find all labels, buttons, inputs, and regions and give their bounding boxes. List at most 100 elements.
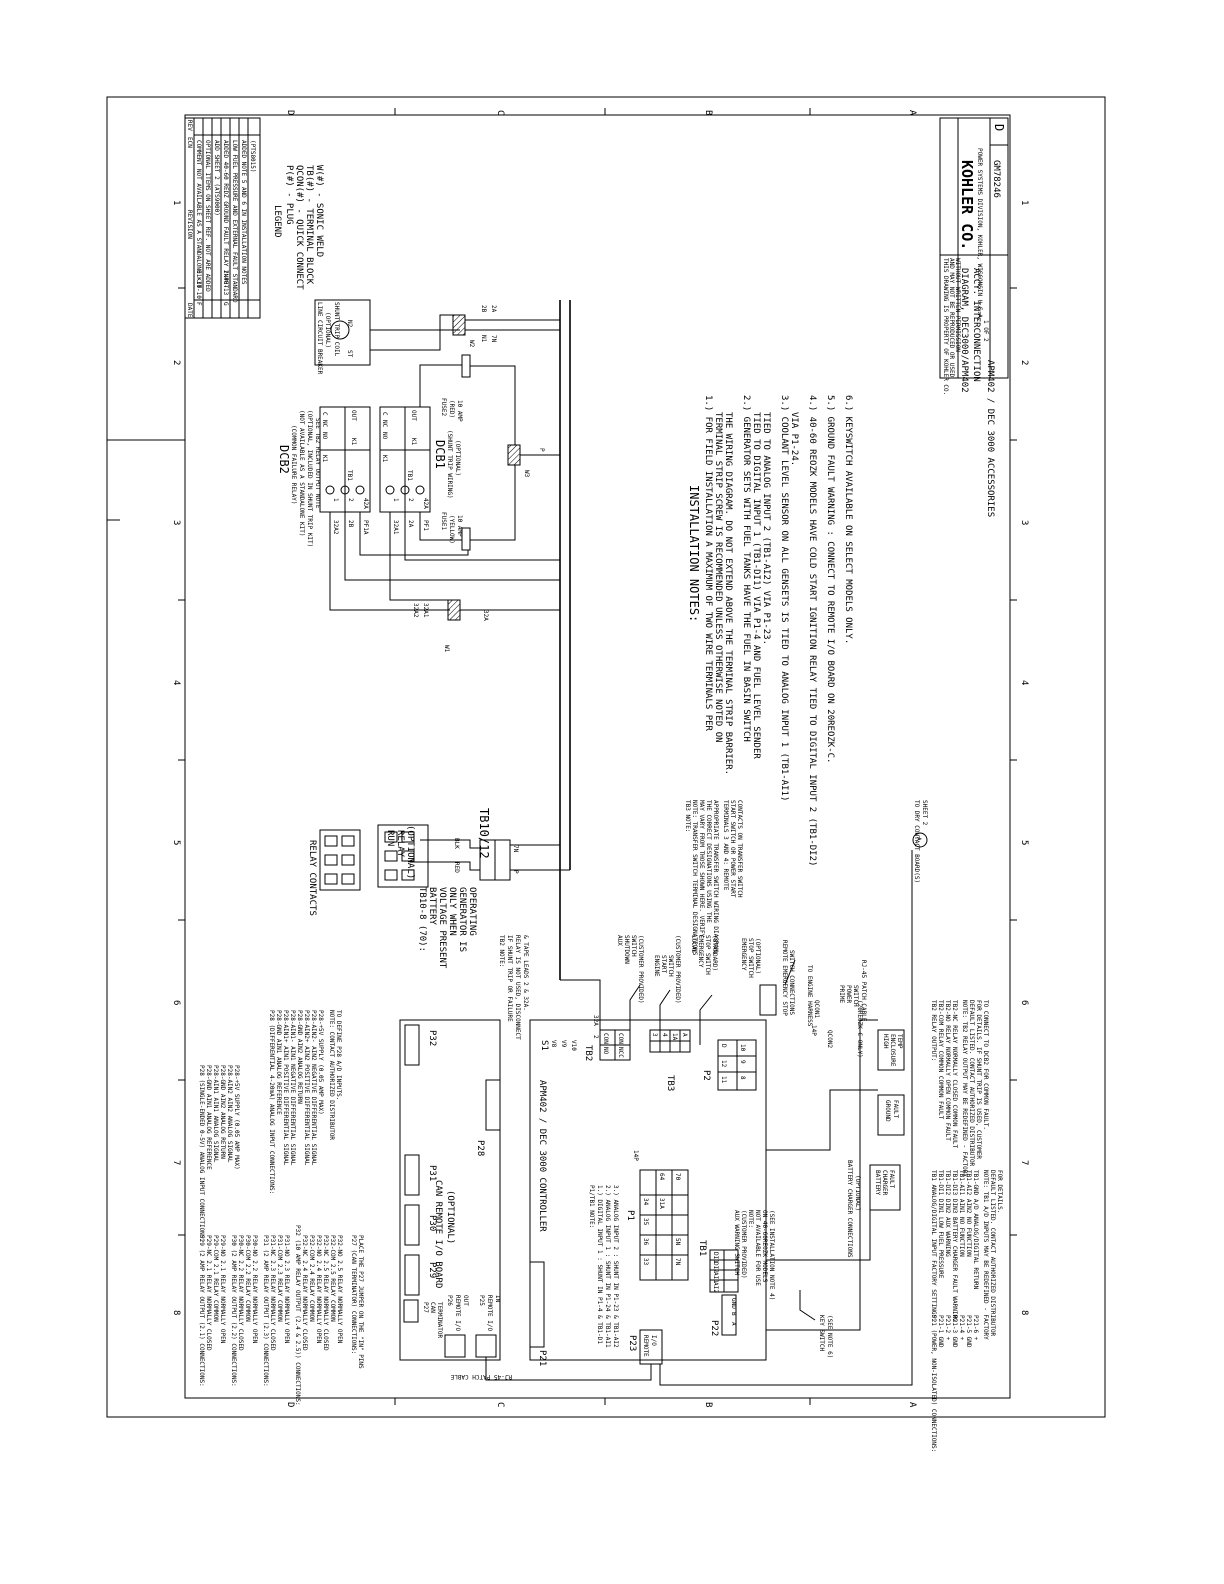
svg-text:REMOTE EMERGENCY STOP: REMOTE EMERGENCY STOP [781, 940, 788, 1016]
svg-text:AI1: AI1 [712, 1272, 719, 1283]
svg-text:2A: 2A [407, 520, 414, 528]
svg-text:SWITCH CONNECTIONS: SWITCH CONNECTIONS [788, 950, 795, 1015]
svg-text:K1: K1 [350, 438, 357, 446]
svg-text:A: A [681, 1033, 688, 1037]
svg-text:(OPTIONAL): (OPTIONAL) [445, 1190, 455, 1244]
svg-text:(SEE NOTE 6): (SEE NOTE 6) [826, 1315, 833, 1358]
svg-text:NOTE: TRANSFER SWITCH TERMINAL: NOTE: TRANSFER SWITCH TERMINAL DESIGNATI… [691, 800, 698, 956]
svg-text:TIED TO ANALOG INPUT 2 (TB1-AI: TIED TO ANALOG INPUT 2 (TB1-AI2) VIA P1-… [761, 412, 771, 645]
svg-text:SHUNT TRIP COIL: SHUNT TRIP COIL [333, 302, 340, 357]
svg-text:4.) 40-60 REOZK MODELS HAVE CO: 4.) 40-60 REOZK MODELS HAVE COLD START I… [807, 395, 817, 866]
svg-text:TB1-DI2 DIN2 AUX WARNING: TB1-DI2 DIN2 AUX WARNING [944, 1170, 951, 1257]
dcb1-shunt-trip-relay: C NC NO OUT K1 K1 TB1 1 2 42A 32A1 2A PF… [379, 406, 461, 535]
svg-text:ENCLOSURE: ENCLOSURE [889, 1034, 896, 1067]
svg-text:(STANDARD): (STANDARD) [711, 935, 718, 971]
zone-number: 8 [171, 1310, 181, 1315]
svg-text:LEGEND: LEGEND [272, 205, 282, 238]
svg-text:P32: P32 [427, 1030, 437, 1046]
svg-text:COMMENT NOT AVAILABLE AS A STA: COMMENT NOT AVAILABLE AS A STANDALONE KI… [195, 140, 202, 288]
svg-text:V10: V10 [570, 1040, 577, 1051]
svg-text:CONTACTS ON TRANSFER SWITCH: CONTACTS ON TRANSFER SWITCH [736, 800, 743, 898]
svg-text:DI1: DI1 [712, 1252, 719, 1263]
svg-text:W1: W1 [443, 645, 450, 653]
svg-text:P31-NO 2.3 RELAY NORMALLY O: P31-NO 2.3 RELAY NORMALLY OPEN [283, 1235, 290, 1344]
svg-text:P28-+5V SUPPLY (0.05 AMP MA: P28-+5V SUPPLY (0.05 AMP MAX) [233, 1065, 240, 1170]
svg-text:P28-+5V SUPPLY (0.05 AMP MA: P28-+5V SUPPLY (0.05 AMP MAX) [317, 1010, 324, 1115]
svg-text:W2: W2 [468, 340, 475, 348]
svg-text:64: 64 [658, 1173, 665, 1181]
svg-text:PF1A: PF1A [362, 520, 369, 535]
svg-text:2B: 2B [347, 520, 354, 528]
svg-text:TB1-AI2 AIN2 NO FUNCTION: TB1-AI2 AIN2 NO FUNCTION [965, 1170, 972, 1257]
svg-text:TERMINAL STRIP SCREW IS RECOMM: TERMINAL STRIP SCREW IS RECOMMENDED UNLE… [713, 412, 723, 743]
svg-text:42A: 42A [422, 498, 429, 509]
svg-text:10: 10 [739, 1044, 746, 1052]
svg-text:TB3: TB3 [665, 1075, 675, 1091]
svg-text:P27 (CAN TERMINATOR) CONNECTIO: P27 (CAN TERMINATOR) CONNECTIONS: [350, 1235, 357, 1354]
svg-text:P1: P1 [625, 1210, 635, 1221]
svg-text:GND: GND [730, 1298, 737, 1309]
svg-text:C: C [321, 412, 328, 416]
svg-text:2: 2 [347, 498, 354, 502]
svg-text:OPERATING: OPERATING [467, 887, 477, 936]
zone-letter: A [907, 1402, 917, 1408]
svg-text:P32-NO 2.4 RELAY NORMALLY O: P32-NO 2.4 RELAY NORMALLY OPEN [315, 1235, 322, 1344]
svg-text:P28-AIN2+ AIN2 POSITIVE DIFFE: P28-AIN2+ AIN2 POSITIVE DIFFERENTIAL SIG… [303, 1010, 310, 1166]
svg-text:VOLTAGE PRESENT: VOLTAGE PRESENT [437, 887, 447, 969]
svg-text:7N: 7N [490, 335, 497, 343]
can-remote-io-board: CAN REMOTE I/O BOARD (OPTIONAL) P32 P31 … [399, 1019, 501, 1361]
svg-text:P32-NC 2.4 RELAY NORMALLY C: P32-NC 2.4 RELAY NORMALLY CLOSED [301, 1235, 308, 1351]
svg-text:P29-COM 2.1 RELAY COMMON: P29-COM 2.1 RELAY COMMON [212, 1235, 219, 1322]
outer-border [106, 96, 1106, 1418]
svg-text:REMOTE I/O: REMOTE I/O [454, 1295, 461, 1332]
svg-text:7N: 7N [674, 1258, 681, 1266]
svg-text:70: 70 [674, 1173, 681, 1181]
dry-contact-tag [912, 832, 928, 848]
svg-text:START SWITCH OR POWER START: START SWITCH OR POWER START [729, 800, 736, 898]
zone-number: 2 [1019, 360, 1029, 365]
svg-text:32A1: 32A1 [392, 520, 399, 535]
svg-text:(CUSTOMER PROVIDED): (CUSTOMER PROVIDED) [637, 935, 644, 1004]
svg-text:QCON2: QCON2 [826, 1030, 833, 1048]
svg-text:P28-GND AIN1 ANALOG REFEREN: P28-GND AIN1 ANALOG REFERENCE [275, 1010, 282, 1115]
svg-text:(YELLOW): (YELLOW) [448, 515, 455, 544]
svg-text:10 AMP: 10 AMP [456, 400, 463, 422]
svg-text:WITHOUT WRITTEN PERMISSION: WITHOUT WRITTEN PERMISSION [954, 258, 961, 352]
svg-text:AUX: AUX [616, 935, 623, 946]
svg-text:THE WIRING DIAGRAM. DO NOT EXT: THE WIRING DIAGRAM. DO NOT EXTEND ABOVE … [723, 412, 733, 775]
zone-number: 6 [171, 1000, 181, 1005]
svg-text:BATTERY: BATTERY [427, 887, 437, 926]
svg-text:D: D [720, 1044, 727, 1048]
svg-text:(PTS8015): (PTS8015) [249, 140, 256, 173]
svg-text:P29-NC 2.1 RELAY NORMALLY C: P29-NC 2.1 RELAY NORMALLY CLOSED [205, 1235, 212, 1351]
svg-text:W3: W3 [523, 470, 530, 478]
svg-text:P28 (DIFFERENTIAL 4-20mA) ANAL: P28 (DIFFERENTIAL 4-20mA) ANALOG INPUT C… [268, 1010, 275, 1194]
svg-text:P28-GND AIN2 ANALOG RETURN: P28-GND AIN2 ANALOG RETURN [296, 1010, 303, 1104]
svg-text:FOR DETAILS. IF SHUNT TRIP IS: FOR DETAILS. IF SHUNT TRIP IS USED, CUST… [975, 1000, 982, 1159]
svg-text:N2: N2 [346, 320, 353, 328]
svg-text:P21: P21 [537, 1350, 547, 1366]
svg-text:6.) KEYSWITCH AVAILABLE ON SEL: 6.) KEYSWITCH AVAILABLE ON SELECT MODELS… [843, 395, 853, 644]
svg-text:TB2 NOTE:: TB2 NOTE: [498, 935, 505, 968]
svg-text:ST: ST [346, 350, 353, 358]
svg-text:P32-COM 2.4 RELAY COMMON: P32-COM 2.4 RELAY COMMON [308, 1235, 315, 1322]
svg-text:3: 3 [651, 1033, 658, 1037]
svg-text:EMERGENCY: EMERGENCY [697, 935, 704, 968]
svg-text:CAN REMOTE I/O BOARD: CAN REMOTE I/O BOARD [433, 1180, 443, 1288]
svg-text:PRIME: PRIME [838, 985, 845, 1003]
svg-text:1: 1 [332, 498, 339, 502]
svg-text:TB1-DI3 DIN3 BATTERY CHARG: TB1-DI3 DIN3 BATTERY CHARGER FAULT WARNI… [951, 1170, 958, 1322]
svg-text:P28-AIN1+ AIN1 POSITIVE DIFFE: P28-AIN1+ AIN1 POSITIVE DIFFERENTIAL SIG… [282, 1010, 289, 1166]
svg-text:9: 9 [739, 1060, 746, 1064]
zone-number: 5 [171, 840, 181, 845]
svg-text:REVISION: REVISION [186, 210, 193, 239]
svg-text:FOR DETAILS.: FOR DETAILS. [996, 1170, 1003, 1213]
svg-text:TB2-NC RELAY NORMALLY CLOSED: TB2-NC RELAY NORMALLY CLOSED COMMON FAUL… [951, 1000, 958, 1148]
svg-text:FAULT: FAULT [892, 1100, 899, 1118]
svg-text:(NOT AVAILABLE AS A STANDALONE: (NOT AVAILABLE AS A STANDALONE KIT) [298, 410, 305, 536]
svg-text:P21-1 GND: P21-1 GND [937, 1315, 944, 1348]
zone-number: 3 [171, 520, 181, 525]
zone-number: 1 [171, 200, 181, 205]
svg-text:ADD SHEET 2 (ATS9000): ADD SHEET 2 (ATS9000) [213, 140, 220, 216]
